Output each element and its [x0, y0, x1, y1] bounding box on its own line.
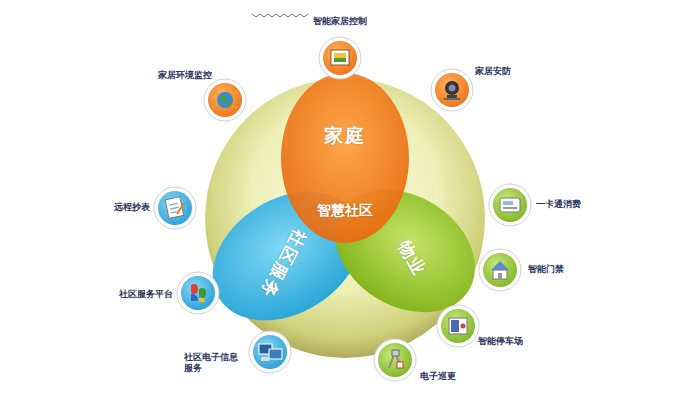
- icon-node: 家居安防: [430, 68, 474, 112]
- icon-circle: [430, 68, 474, 112]
- region-title: 家庭: [324, 123, 366, 149]
- icon-label: 家居安防: [475, 66, 511, 77]
- icon-node: 远程抄表: [153, 186, 197, 230]
- icon-label: 一卡通消费: [536, 199, 581, 210]
- icon-circle: [436, 304, 480, 348]
- icon-circle: [203, 78, 247, 122]
- icon-label: 智能门禁: [528, 264, 564, 275]
- icon-label: 智能家居控制: [313, 16, 367, 27]
- icon-label: 家居环境监控: [158, 70, 212, 81]
- icon-circle: [478, 248, 522, 292]
- icon-node: 电子巡更: [373, 338, 417, 382]
- decor-zigzag: [252, 14, 308, 17]
- icon-circle: [373, 338, 417, 382]
- ellipse-outline: [280, 72, 410, 244]
- icon-node: 社区服务平台: [176, 271, 220, 315]
- icon-label: 社区电子信息服务: [184, 352, 242, 375]
- icon-circle: [176, 271, 220, 315]
- icon-label: 远程抄表: [114, 202, 150, 213]
- icon-node: 智能家居控制: [318, 36, 362, 80]
- icon-circle: [318, 36, 362, 80]
- icon-circle: [248, 330, 292, 374]
- icon-label: 电子巡更: [420, 371, 456, 382]
- icon-circle: [153, 186, 197, 230]
- icon-node: 一卡通消费: [488, 183, 532, 227]
- center-label: 智慧社区: [317, 202, 373, 220]
- icon-circle: [488, 183, 532, 227]
- icon-label: 智能停车场: [478, 336, 523, 347]
- icon-node: 智能门禁: [478, 248, 522, 292]
- icon-label: 社区服务平台: [119, 289, 173, 300]
- icon-node: 社区电子信息服务: [248, 330, 292, 374]
- icon-node: 家居环境监控: [203, 78, 247, 122]
- family-ellipse: 家庭: [280, 72, 410, 244]
- icon-node: 智能停车场: [436, 304, 480, 348]
